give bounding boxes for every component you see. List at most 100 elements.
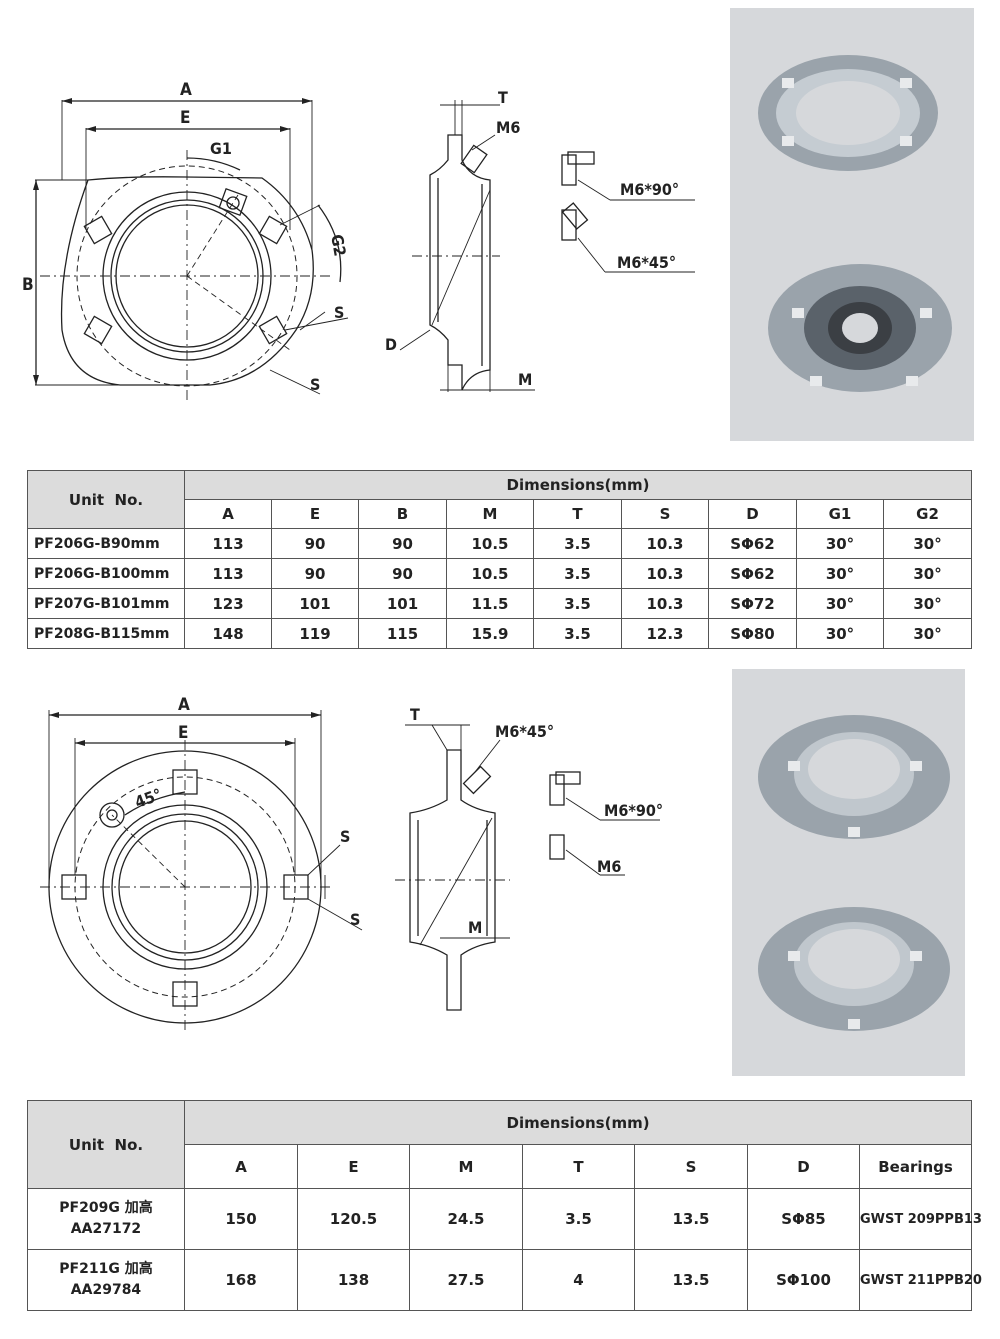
table-cell: 113 [184,558,272,589]
table-cell: 120.5 [297,1188,410,1250]
table-cell: 10.3 [621,528,709,559]
table-cell: 90 [271,528,359,559]
unit-no-cell: PF206G-B100mm [27,558,185,589]
unit-no-line1: PF209G 加高 [59,1200,153,1216]
table-cell: 101 [358,588,447,619]
table-cell: 15.9 [446,618,534,649]
table-cell: SΦ62 [708,528,797,559]
table-cell: 90 [271,558,359,589]
dimension-table-2: Unit No. Dimensions(mm) A E M T S D Bear… [27,1100,982,1311]
dim-label-s-upper: S [340,827,350,846]
table-cell: 168 [184,1249,298,1311]
table-row: PF209G 加高 AA27172 150 120.5 24.5 3.5 13.… [27,1188,982,1250]
unit-no-cell: PF206G-B90mm [27,528,185,559]
unit-no-cell: PF207G-B101mm [27,588,185,619]
dim-label-m6: M6 [496,118,520,137]
dim-label-a: A [178,695,190,715]
table-row: PF211G 加高 AA29784 168 138 27.5 4 13.5 SΦ… [27,1249,982,1311]
dim-label-m: M [518,370,532,389]
drawing-triangular-flange: A E B G1 G2 S S T M6 D M M6*90° M6*45° [22,80,695,400]
fitting-label-m6: M6 [597,857,621,876]
table-cell: SΦ72 [708,588,797,619]
table-cell: 30° [882,618,973,649]
col-header: Bearings [858,1144,973,1189]
table-cell: 115 [358,618,447,649]
fitting-label-m6-90: M6*90° [604,801,663,820]
fitting-label-m6-90: M6*90° [620,180,679,199]
dim-label-g1: G1 [210,139,232,158]
unit-no-cell: PF208G-B115mm [27,618,185,649]
col-header: D [747,1144,860,1189]
col-header: A [184,1144,298,1189]
unit-no-cell: PF211G 加高 AA29784 [27,1249,185,1311]
unit-no-line1: PF211G 加高 [59,1261,153,1277]
table-cell: 90 [358,558,447,589]
product-photo-round-flange [732,669,965,1076]
unit-no-header: Unit No. [27,470,185,529]
table-cell: 30° [882,558,973,589]
table-cell: 119 [271,618,359,649]
unit-no-line2: AA27172 [70,1221,142,1237]
table-cell: 150 [184,1188,298,1250]
product-photo-triangular-flange [730,8,974,441]
col-header: T [533,499,622,529]
table-cell: 10.3 [621,588,709,619]
table-cell: 12.3 [621,618,709,649]
unit-no-line2: AA29784 [70,1282,142,1298]
col-header: E [271,499,359,529]
dimension-table-1: Unit No. Dimensions(mm) A E B M T S D G1… [27,470,973,649]
table-cell: 113 [184,528,272,559]
dimensions-header: Dimensions(mm) [183,470,973,500]
table-cell: SΦ85 [747,1188,860,1250]
col-header: D [708,499,797,529]
table-row: PF207G-B101mm 123 101 101 11.5 3.5 10.3 … [27,588,973,619]
dim-label-d: D [385,335,397,354]
table-cell: 3.5 [522,1188,635,1250]
table-cell: 123 [184,588,272,619]
dim-label-a: A [180,80,192,100]
bearing-cell: GWST 209PPB13 [858,1188,982,1250]
col-header: S [621,499,709,529]
table-cell: 30° [796,528,884,559]
table-cell: 27.5 [409,1249,523,1311]
col-header: E [297,1144,410,1189]
table-cell: 30° [882,528,973,559]
table-cell: SΦ80 [708,618,797,649]
dim-label-s-upper: S [334,303,344,322]
dim-label-angle: 45° [132,785,164,812]
dimensions-header: Dimensions(mm) [183,1100,973,1145]
table-cell: 90 [358,528,447,559]
table-cell: 30° [796,588,884,619]
unit-no-header: Unit No. [27,1100,185,1189]
col-header: S [634,1144,748,1189]
table-cell: 11.5 [446,588,534,619]
dim-label-s-lower: S [350,910,360,929]
dim-label-m6-45: M6*45° [495,722,554,741]
col-header: M [409,1144,523,1189]
table-cell: 138 [297,1249,410,1311]
col-header: T [522,1144,635,1189]
dim-label-e: E [178,723,188,743]
table-cell: 3.5 [533,618,622,649]
table-row: PF208G-B115mm 148 119 115 15.9 3.5 12.3 … [27,618,973,649]
table-row: PF206G-B100mm 113 90 90 10.5 3.5 10.3 SΦ… [27,558,973,589]
table-cell: 13.5 [634,1188,748,1250]
bearing-cell: GWST 211PPB20 [858,1249,982,1311]
table-cell: 3.5 [533,588,622,619]
col-header: M [446,499,534,529]
table-cell: 101 [271,588,359,619]
col-header: A [184,499,272,529]
col-header: G2 [882,499,973,529]
table-cell: 24.5 [409,1188,523,1250]
dim-label-s-lower: S [310,375,320,394]
dim-label-b: B [22,275,34,295]
dim-label-m: M [468,918,482,937]
table-cell: 30° [796,558,884,589]
unit-no-cell: PF209G 加高 AA27172 [27,1188,185,1250]
table-cell: 30° [796,618,884,649]
table-cell: 13.5 [634,1249,748,1311]
table-cell: 30° [882,588,973,619]
table-cell: 3.5 [533,528,622,559]
table-cell: 4 [522,1249,635,1311]
dim-label-t: T [498,88,508,107]
